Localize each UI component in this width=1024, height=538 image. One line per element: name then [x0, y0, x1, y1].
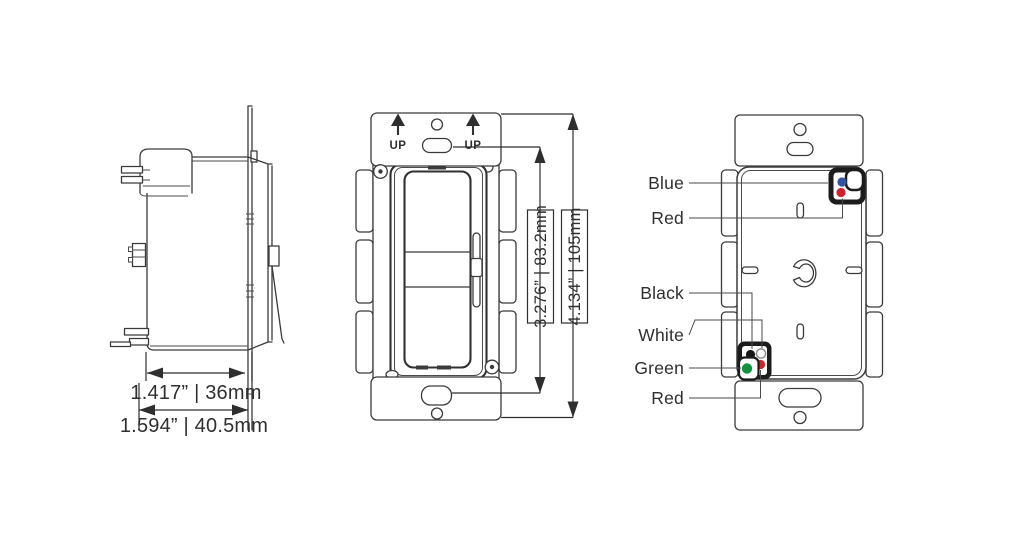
up-arrow-icon: UP — [390, 113, 407, 152]
screw-hole-icon — [793, 122, 807, 137]
side-wire-prongs-bottom — [109, 327, 150, 348]
front-paddle — [403, 170, 472, 369]
leader-black — [689, 292, 753, 349]
vent-slot-icon — [796, 323, 805, 340]
side-paddle-bracket — [268, 245, 280, 267]
back-top-strap — [734, 114, 864, 167]
dimension-label-inner-height: 3.276” | 83.2mm — [532, 205, 550, 328]
wire-leader-lines — [688, 182, 843, 399]
up-label-right: UP — [465, 140, 482, 152]
wire-block-top-right — [828, 167, 866, 205]
mounting-slot-icon — [786, 141, 814, 157]
side-clip-tab — [128, 242, 147, 268]
side-terminal-block-top — [120, 148, 193, 197]
blue-wire-dot — [837, 177, 847, 187]
front-dimmer-slider-handle — [470, 257, 483, 278]
leader-white — [688, 319, 763, 348]
leader-red-top — [689, 198, 843, 219]
mounting-slot-icon — [421, 137, 453, 154]
front-side-tabs — [355, 169, 517, 374]
white-wire-dot — [755, 348, 767, 359]
mounting-slot-icon — [778, 387, 822, 408]
side-view: 1.417” | 36mm 1.594” | 40.5mm — [109, 105, 285, 437]
front-dimensions: 3.276” | 83.2mm 4.134” | 105mm — [452, 113, 589, 419]
side-switch-body — [146, 156, 285, 351]
wire-label-black: Black — [640, 283, 684, 303]
up-label-left: UP — [390, 140, 407, 152]
side-wire-prong — [120, 165, 144, 174]
front-top-strap: UP UP — [370, 112, 502, 167]
up-arrow-icon: UP — [465, 113, 482, 152]
side-dimensions: 1.417” | 36mm 1.594” | 40.5mm — [120, 352, 268, 437]
wire-labels: Blue Red Black White Green Red — [634, 173, 684, 408]
mounting-screw-icon — [484, 359, 500, 375]
vent-slot-icon — [796, 202, 805, 219]
leader-red-bottom — [689, 370, 761, 399]
wire-entry-notch — [844, 168, 865, 192]
mounting-screw-icon — [373, 164, 388, 179]
back-side-tabs — [720, 169, 884, 378]
retainer-clip-icon — [792, 259, 817, 288]
wire-block-bottom-left — [737, 341, 772, 381]
screw-hole-icon — [793, 410, 807, 425]
front-paddle-switch — [385, 163, 488, 380]
red-wire-dot — [836, 187, 846, 198]
side-wire-prong — [120, 175, 144, 184]
back-view: Blue Red Black White Green Red — [634, 114, 884, 431]
front-bottom-strap — [370, 376, 502, 421]
dimension-label-device-width: 1.417” | 36mm — [130, 382, 261, 404]
vent-slot-icon — [845, 266, 863, 275]
front-view: UP UP — [355, 112, 589, 421]
screw-hole-icon — [430, 407, 444, 420]
dimension-label-overall-height: 4.134” | 105mm — [566, 207, 584, 325]
wire-label-blue: Blue — [648, 173, 684, 193]
wire-label-green: Green — [634, 358, 684, 378]
green-wire-dot — [741, 363, 753, 374]
wire-label-red-top: Red — [651, 208, 684, 228]
side-paddle-edge — [271, 265, 285, 344]
dimension-label-overall-width: 1.594” | 40.5mm — [120, 415, 268, 437]
vent-slot-icon — [741, 266, 759, 275]
back-body — [736, 166, 867, 380]
wire-label-white: White — [638, 325, 684, 345]
back-bottom-strap — [734, 380, 864, 431]
mounting-slot-icon — [420, 385, 453, 406]
screw-hole-icon — [430, 118, 444, 131]
side-mounting-strap — [246, 105, 258, 431]
wire-label-red-bottom: Red — [651, 388, 684, 408]
